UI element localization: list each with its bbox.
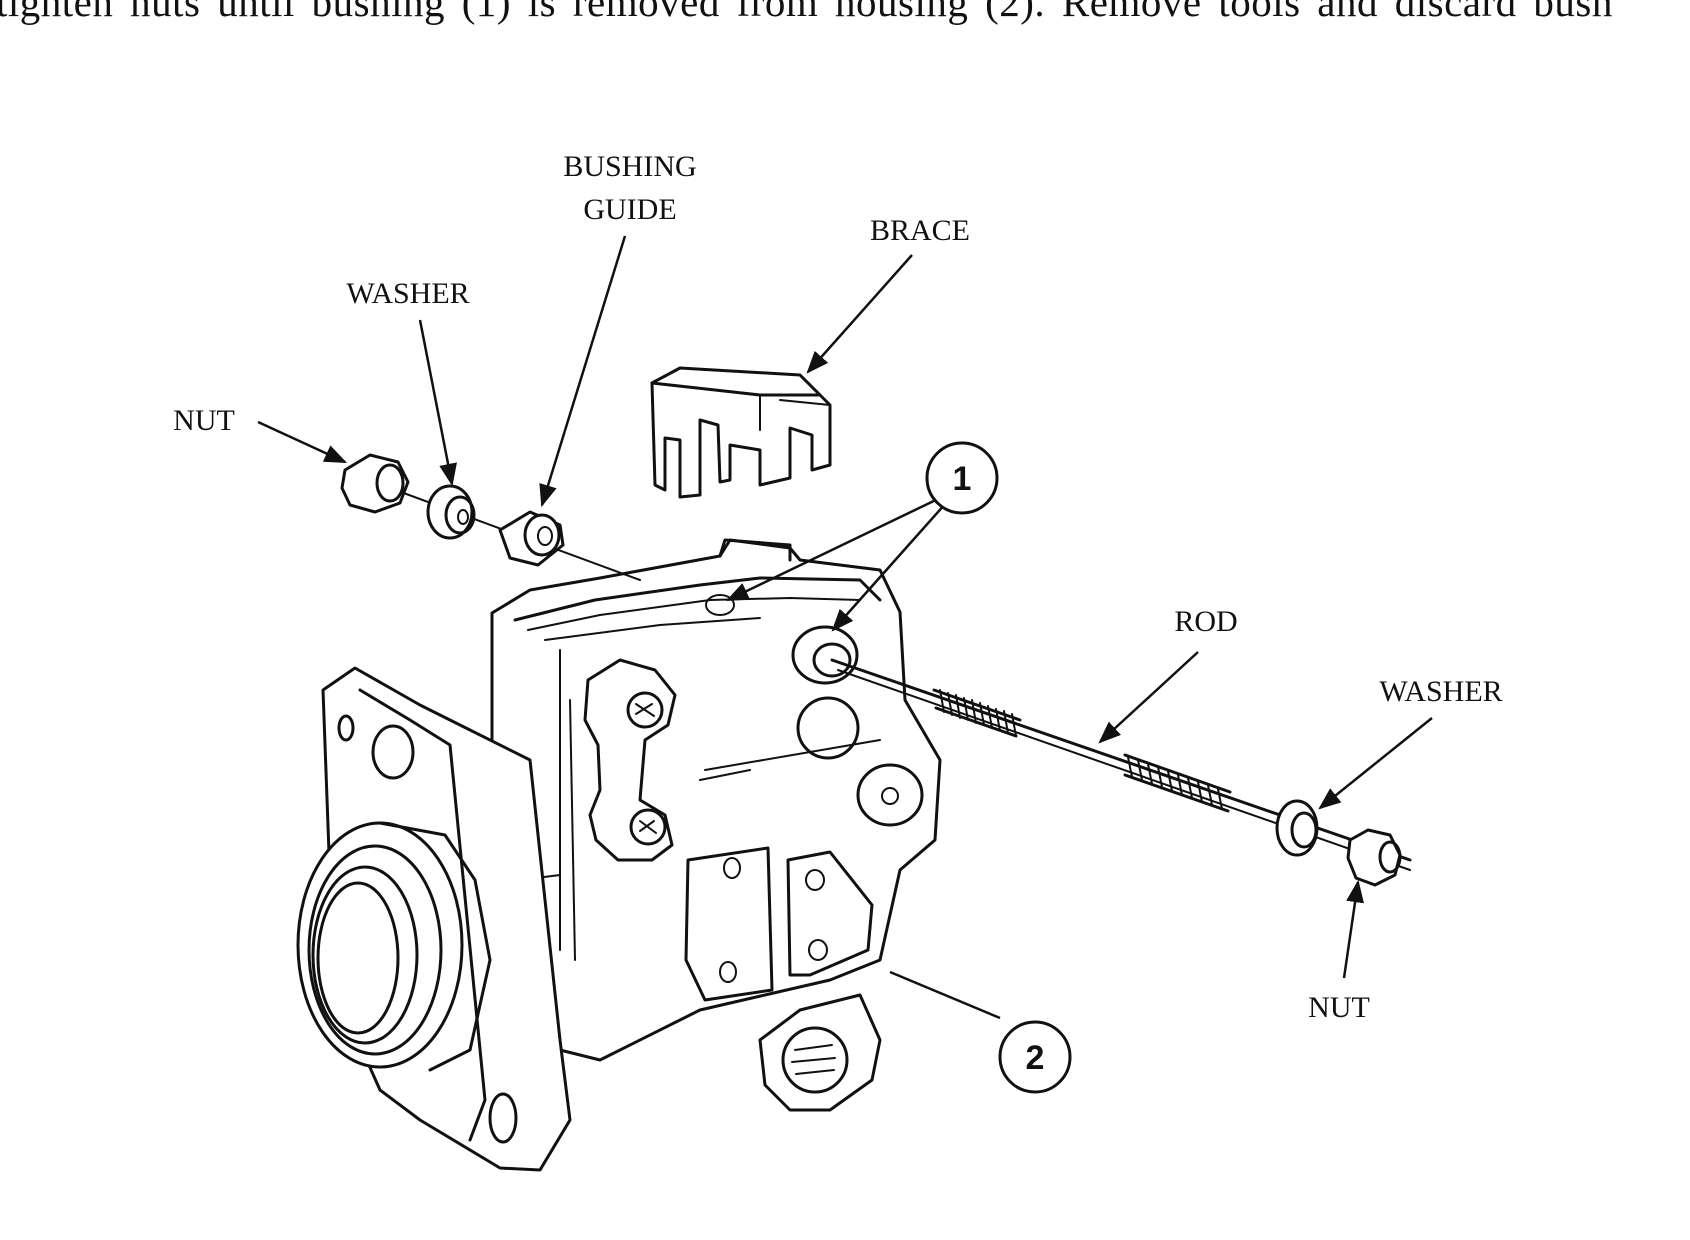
callout-1-number: 1 <box>953 460 972 498</box>
leader-callout-1-a <box>725 495 943 602</box>
label-guide: GUIDE <box>583 193 676 226</box>
rod-assembly <box>830 658 1412 887</box>
label-brace: BRACE <box>870 214 970 247</box>
callout-1: 1 <box>925 441 999 515</box>
callout-2-number: 2 <box>1026 1039 1045 1077</box>
callout-2: 2 <box>998 1020 1072 1094</box>
leader-callout-1-b <box>831 502 947 632</box>
leader-lines <box>257 235 1433 1020</box>
leader-nut-left <box>257 420 348 464</box>
leader-rod <box>1098 651 1199 744</box>
leader-washer-left <box>418 319 457 487</box>
leader-callout-2 <box>889 970 1001 1020</box>
leader-bushing-guide <box>539 235 627 508</box>
label-bushing: BUSHING <box>563 150 696 183</box>
label-rod: ROD <box>1174 605 1237 638</box>
leader-washer-right <box>1318 717 1433 810</box>
left-hardware <box>340 453 641 581</box>
header-text: tighten nuts until bushing (1) is remove… <box>0 0 1613 25</box>
pump-housing <box>490 538 942 1112</box>
brace-part <box>650 366 832 499</box>
label-washer-right: WASHER <box>1379 675 1502 708</box>
label-nut-right: NUT <box>1308 991 1370 1024</box>
mounting-flange <box>296 666 572 1172</box>
label-washer-left: WASHER <box>346 277 469 310</box>
leader-brace <box>806 254 913 374</box>
leader-nut-right <box>1342 879 1364 979</box>
label-nut-left: NUT <box>173 404 235 437</box>
